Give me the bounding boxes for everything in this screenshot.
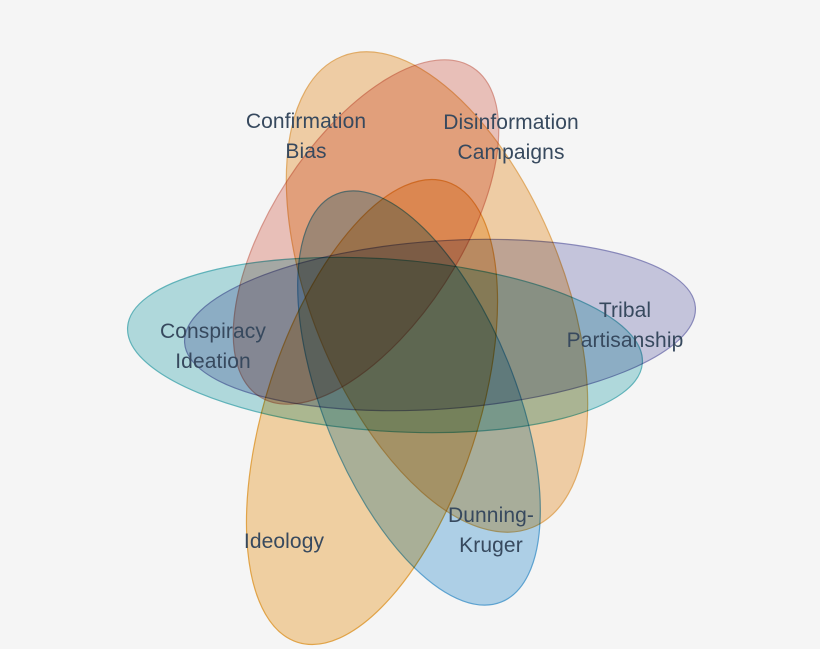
venn-label-dunning-kruger: Dunning- Kruger (448, 504, 534, 557)
venn-label-line: Bias (285, 140, 326, 163)
venn-label-line: Ideology (244, 530, 325, 553)
venn-label-line: Ideation (175, 350, 251, 373)
venn-label-line: Tribal (599, 299, 651, 322)
venn-label-line: Dunning- (448, 504, 534, 527)
venn-label-line: Conspiracy (160, 320, 266, 343)
venn-label-line: Disinformation (443, 111, 579, 134)
venn-label-line: Partisanship (567, 329, 684, 352)
venn-ellipse-dunning-kruger (297, 190, 541, 606)
venn-label-line: Kruger (459, 534, 523, 557)
venn-label-line: Confirmation (246, 110, 366, 133)
venn-label-ideology: Ideology (244, 530, 325, 553)
ellipse-layer (126, 51, 697, 646)
venn-label-line: Campaigns (457, 141, 564, 164)
